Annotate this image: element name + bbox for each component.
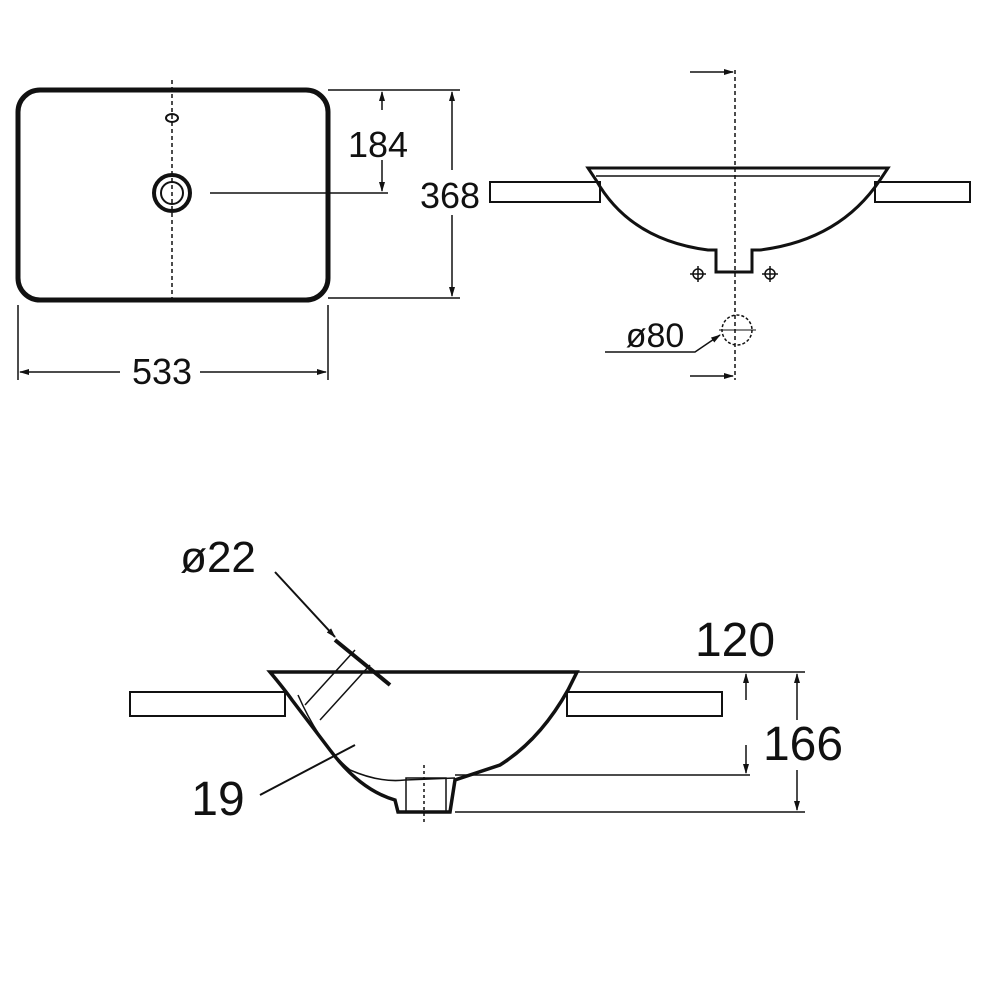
- basin-outline: [15, 87, 331, 303]
- drain-outlet: [405, 777, 447, 813]
- dim-19: 19: [191, 773, 244, 826]
- drain-outer: [152, 173, 192, 213]
- basin-profile: [585, 166, 891, 274]
- front-view: ø80: [489, 69, 971, 380]
- countertop-right: [874, 181, 971, 203]
- basin-section: [266, 670, 580, 814]
- dim-533: 533: [132, 351, 192, 392]
- countertop-left: [489, 181, 601, 203]
- dim-184: 184: [348, 124, 408, 165]
- dim-368: 368: [420, 175, 480, 216]
- countertop-left: [129, 691, 286, 717]
- countertop-right: [566, 691, 723, 717]
- dim-120: 120: [695, 614, 775, 667]
- section-view: ø22 19 120 166: [129, 533, 843, 826]
- overflow-hole: [165, 113, 179, 123]
- drain-inner: [160, 181, 184, 205]
- top-view: 184 368 533: [15, 80, 480, 392]
- dim-overflow-22: ø22: [180, 533, 256, 582]
- dim-166: 166: [763, 718, 843, 771]
- dim-drain-80: ø80: [626, 317, 685, 355]
- mounting-marks: [690, 266, 778, 282]
